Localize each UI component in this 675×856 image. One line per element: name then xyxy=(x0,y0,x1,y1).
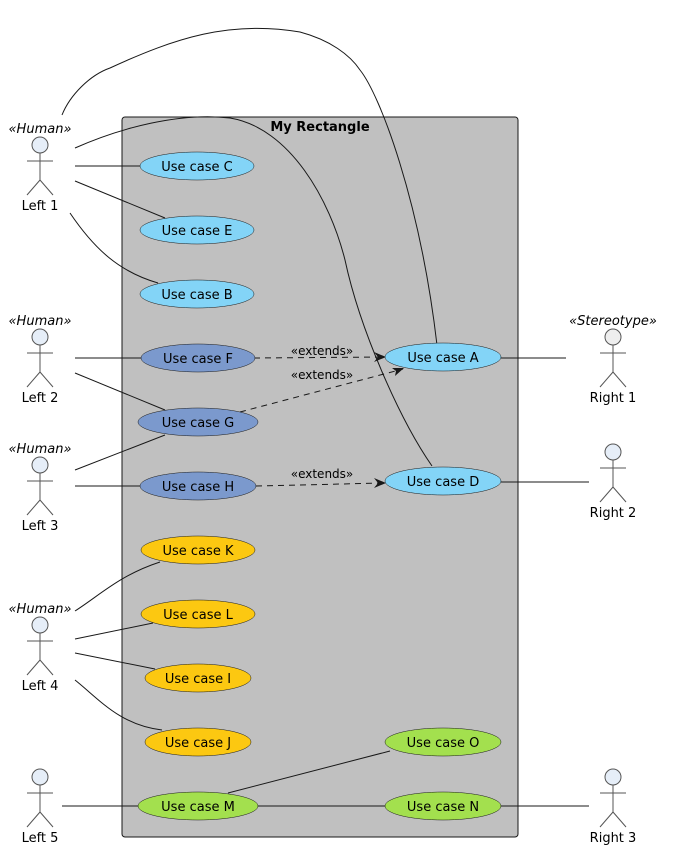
extends-arrowhead-H-D xyxy=(374,478,386,488)
actor-left5[interactable]: Left 5 xyxy=(22,768,59,846)
actor-stereotype: «Human» xyxy=(9,314,72,329)
actor-stick-figure-icon xyxy=(26,616,54,676)
usecase-C[interactable]: Use case C xyxy=(139,151,255,181)
usecase-ellipse[interactable] xyxy=(139,279,255,309)
usecase-ellipse[interactable] xyxy=(139,471,257,501)
usecase-label: Use case F xyxy=(163,352,233,367)
relation-left4-L xyxy=(74,622,154,640)
usecase-ellipse[interactable] xyxy=(140,599,256,629)
actor-stereotype: «Human» xyxy=(9,602,72,617)
extends-label-F-A: «extends» xyxy=(291,344,354,358)
relations-layer: «extends» «extends» «extends» xyxy=(61,27,589,807)
relation-left1-E xyxy=(74,180,166,219)
usecase-ellipse[interactable] xyxy=(384,791,502,821)
relation-left1-D xyxy=(74,116,433,467)
actor-label: Left 2 xyxy=(22,391,59,406)
actor-label: Left 3 xyxy=(22,519,59,534)
relation-left1-A xyxy=(61,27,438,346)
usecase-ellipse[interactable] xyxy=(137,791,259,821)
actor-label: Left 5 xyxy=(22,831,59,846)
actor-label: Right 2 xyxy=(590,506,637,521)
extends-label-H-D: «extends» xyxy=(291,467,354,481)
usecases-layer: Use case C Use case E Use case B Use case F… xyxy=(137,151,502,821)
usecase-label: Use case J xyxy=(165,736,231,751)
usecase-label: Use case A xyxy=(407,351,478,366)
actor-right3[interactable]: Right 3 xyxy=(590,768,637,846)
actor-stereotype: «Stereotype» xyxy=(569,314,657,329)
usecase-ellipse[interactable] xyxy=(139,215,255,245)
actor-left3[interactable]: Left 3 «Human» xyxy=(9,442,72,534)
usecase-ellipse[interactable] xyxy=(144,663,252,693)
extends-arrowhead-G-A xyxy=(392,368,404,376)
usecase-label: Use case G xyxy=(162,416,235,431)
usecase-A[interactable]: Use case A xyxy=(384,342,502,372)
usecase-M[interactable]: Use case M xyxy=(137,791,259,821)
actor-stick-figure-icon xyxy=(599,768,627,828)
actor-label: Right 3 xyxy=(590,831,637,846)
relation-left3-G xyxy=(74,434,166,471)
usecase-label: Use case C xyxy=(161,160,233,175)
actor-right1[interactable]: Right 1 «Stereotype» xyxy=(569,314,657,406)
usecase-label: Use case H xyxy=(162,480,234,495)
relation-left4-I xyxy=(74,652,156,670)
actor-stick-figure-icon xyxy=(599,443,627,503)
actor-left2[interactable]: Left 2 «Human» xyxy=(9,314,72,406)
usecase-D[interactable]: Use case D xyxy=(384,466,502,496)
actor-left4[interactable]: Left 4 «Human» xyxy=(9,602,72,694)
actor-stick-figure-icon xyxy=(26,136,54,196)
usecase-label: Use case E xyxy=(162,224,233,239)
actor-stereotype: «Human» xyxy=(9,122,72,137)
extends-arrowhead-F-A xyxy=(374,352,386,362)
usecase-O[interactable]: Use case O xyxy=(384,727,502,757)
container-title: My Rectangle xyxy=(270,120,369,135)
relation-left1-B xyxy=(69,212,159,284)
actor-stick-figure-icon xyxy=(26,456,54,516)
usecase-F[interactable]: Use case F xyxy=(140,343,256,373)
usecase-label: Use case B xyxy=(161,288,232,303)
usecase-ellipse[interactable] xyxy=(137,407,259,437)
usecase-label: Use case L xyxy=(163,608,233,623)
usecase-ellipse[interactable] xyxy=(384,727,502,757)
usecase-ellipse[interactable] xyxy=(384,466,502,496)
usecase-label: Use case O xyxy=(407,736,480,751)
usecase-label: Use case K xyxy=(163,544,234,559)
actor-stick-figure-icon xyxy=(599,328,627,388)
usecase-label: Use case I xyxy=(165,672,231,687)
usecase-K[interactable]: Use case K xyxy=(140,535,256,565)
usecase-ellipse[interactable] xyxy=(140,343,256,373)
usecase-B[interactable]: Use case B xyxy=(139,279,255,309)
actor-stick-figure-icon xyxy=(26,328,54,388)
usecase-ellipse[interactable] xyxy=(140,535,256,565)
extends-label-G-A: «extends» xyxy=(291,368,354,382)
actor-left1[interactable]: Left 1 «Human» xyxy=(9,122,72,214)
relation-left4-J xyxy=(74,679,163,731)
usecase-ellipse[interactable] xyxy=(144,727,252,757)
usecase-label: Use case N xyxy=(407,800,479,815)
actor-label: Left 4 xyxy=(22,679,59,694)
usecase-G[interactable]: Use case G xyxy=(137,407,259,437)
usecase-E[interactable]: Use case E xyxy=(139,215,255,245)
actor-stereotype: «Human» xyxy=(9,442,72,457)
usecase-label: Use case D xyxy=(407,475,479,490)
actors-layer: Left 1«Human»Left 2«Human»Left 3«Human»L… xyxy=(9,122,657,846)
relation-left4-K xyxy=(74,561,161,612)
actor-right2[interactable]: Right 2 xyxy=(590,443,637,521)
relation-left2-G xyxy=(74,372,166,411)
actor-stick-figure-icon xyxy=(26,768,54,828)
usecase-label: Use case M xyxy=(161,800,235,815)
usecase-ellipse[interactable] xyxy=(139,151,255,181)
usecase-N[interactable]: Use case N xyxy=(384,791,502,821)
usecase-L[interactable]: Use case L xyxy=(140,599,256,629)
relation-M-O xyxy=(227,750,391,794)
usecase-H[interactable]: Use case H xyxy=(139,471,257,501)
usecase-I[interactable]: Use case I xyxy=(144,663,252,693)
usecase-ellipse[interactable] xyxy=(384,342,502,372)
usecase-J[interactable]: Use case J xyxy=(144,727,252,757)
actor-label: Right 1 xyxy=(590,391,637,406)
actor-label: Left 1 xyxy=(22,199,59,214)
